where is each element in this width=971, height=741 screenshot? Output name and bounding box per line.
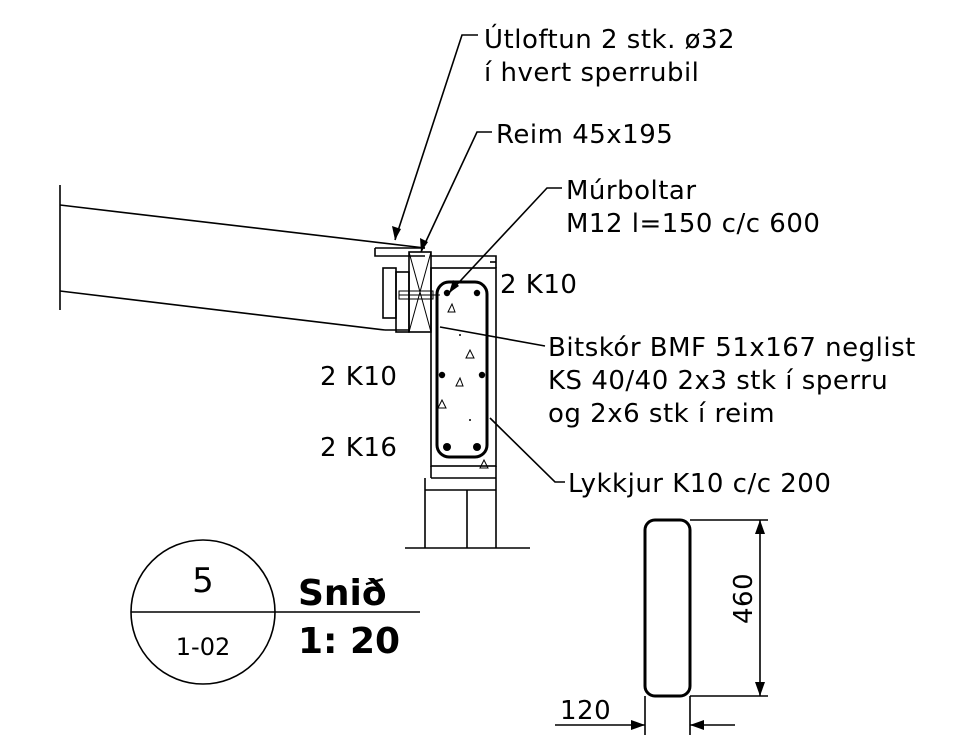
section-marker: 5 1-02 Snið 1: 20 <box>130 539 420 685</box>
label-utloftun-2: í hvert sperrubil <box>484 58 699 88</box>
dim-height: 460 <box>729 573 759 624</box>
label-murboltar-1: Múrboltar <box>566 176 697 206</box>
dim-width: 120 <box>560 696 611 726</box>
label-bottom-rebar: 2 K16 <box>320 433 397 463</box>
rim-board <box>382 251 440 333</box>
annotation-labels: Útloftun 2 stk. ø32 í hvert sperrubil Re… <box>320 23 916 499</box>
leader-lines <box>392 34 565 483</box>
label-reim: Reim 45x195 <box>496 120 673 150</box>
stirrup-detail: 460 120 <box>555 518 768 735</box>
concrete-beam <box>430 255 497 479</box>
label-bitskor-2: KS 40/40 2x3 stk í sperru <box>548 366 888 396</box>
section-sheet: 1-02 <box>176 633 230 661</box>
label-murboltar-2: M12 l=150 c/c 600 <box>566 209 820 239</box>
section-scale: 1: 20 <box>298 621 400 662</box>
label-top-rebar: 2 K10 <box>500 270 577 300</box>
rafter <box>59 185 426 331</box>
label-bitskor-3: og 2x6 stk í reim <box>548 399 775 429</box>
section-number: 5 <box>192 561 214 601</box>
label-mid-rebar: 2 K10 <box>320 362 397 392</box>
label-utloftun-1: Útloftun 2 stk. ø32 <box>484 23 735 55</box>
label-lykkjur: Lykkjur K10 c/c 200 <box>568 469 831 499</box>
label-bitskor-1: Bitskór BMF 51x167 neglist <box>548 333 916 363</box>
wall <box>405 478 530 549</box>
section-title: Snið <box>298 573 387 614</box>
